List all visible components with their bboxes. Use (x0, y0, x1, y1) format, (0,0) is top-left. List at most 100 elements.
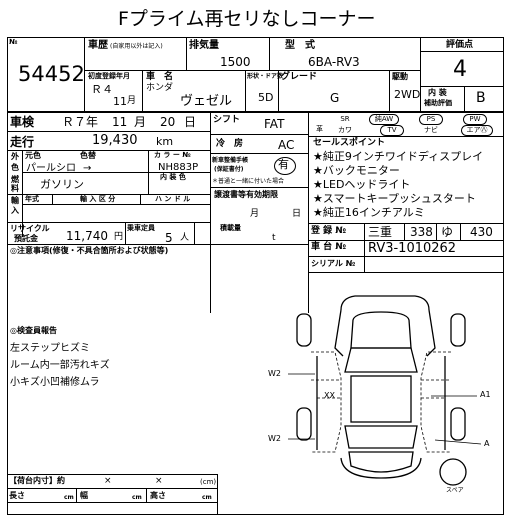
interior-grade-sublabel: 補助評価 (424, 99, 452, 107)
equip-pw: PW (463, 114, 487, 125)
first-reg-month: 11 (113, 95, 127, 108)
aircon-value: AC (278, 138, 295, 152)
selling-point-2: ★バックモニター (313, 164, 400, 177)
doors-label: 形状・ドア数 (247, 73, 284, 80)
equip-kawa: カワ (338, 126, 352, 134)
inspector-report-line-3: 小キズ小凹補修ムラ (10, 377, 100, 388)
registration-kana: ゆ (441, 225, 454, 239)
manual-value: 有 (278, 158, 289, 171)
inspection-day: 20 (160, 115, 176, 129)
shift-value: FAT (264, 117, 285, 131)
rear-right-wheel (450, 407, 466, 441)
serial-label: シリアル № (311, 259, 356, 268)
aircon-label: 冷 房 (216, 139, 244, 149)
first-reg-month-unit: 月 (127, 96, 137, 106)
damage-xx: XX (324, 391, 335, 400)
import-label-1: 輸 (11, 196, 19, 205)
equip-airbag: エア㊇ (461, 125, 493, 136)
damage-w2-front: W2 (268, 369, 281, 378)
warranty-day: 日 (292, 209, 302, 219)
color-change-label: 色替 (80, 151, 96, 160)
roof-outline (350, 375, 412, 423)
car-name-label: 車 名 (146, 72, 174, 82)
recycle-label-2: 預託金 (14, 234, 38, 243)
manual-sublabel: (保証書付) (214, 166, 244, 173)
dim-length-unit: cm (64, 494, 74, 501)
displacement-value: 1500 (220, 55, 251, 69)
color-no-value: NH883P (158, 162, 199, 173)
fuel-label-2: 料 (11, 184, 19, 193)
model-type-label: 型 式 (285, 40, 315, 51)
chassis-label: 車 台 № (311, 242, 347, 252)
import-year-label: 年式 (25, 195, 39, 203)
warranty-label: 譲渡書等有効期限 (214, 190, 278, 199)
capacity-value: 5 (165, 231, 173, 245)
mileage-value: 19,430 (92, 133, 138, 148)
score-label: 評価点 (446, 40, 474, 50)
drive-label: 駆動 (392, 72, 408, 81)
inspection-month: 11 (112, 115, 128, 129)
equip-tv: TV (380, 125, 404, 136)
damage-w2-rear: W2 (268, 434, 281, 443)
equip-alloy-wheels: 純AW (369, 114, 399, 125)
color-no-label: カ ラ ー № (154, 151, 191, 159)
registration-label: 登 録 № (311, 226, 347, 236)
first-reg-label: 初度登録年月 (88, 72, 130, 80)
cargo-x2: × (155, 476, 163, 486)
right-side-panel-dashed (420, 351, 451, 453)
equip-navi: ナビ (424, 126, 438, 134)
front-bumper-outline (340, 295, 430, 311)
load-unit: t (272, 233, 276, 243)
capacity-label: 乗車定員 (127, 224, 155, 232)
fuel-label-1: 燃 (11, 175, 19, 184)
car-maker: ホンダ (146, 83, 174, 93)
importer-label: 輸 入 区 分 (80, 195, 116, 203)
first-reg-era: Ｒ４ (91, 83, 113, 96)
front-right-wheel (450, 313, 466, 347)
rear-window-outline (344, 425, 418, 449)
color-label-2: 色 (11, 163, 19, 172)
shift-label: シフト (213, 115, 241, 125)
drive-value: 2WD (394, 88, 421, 101)
dim-height-unit: cm (202, 494, 212, 501)
inspection-label: 車検 (10, 115, 35, 129)
inspector-report-label: ◎検査員報告 (10, 326, 57, 335)
interior-grade-label: 内 装 (428, 88, 447, 97)
inspection-day-unit: 日 (184, 115, 197, 129)
doors-value: 5D (258, 91, 274, 104)
equip-sr: SR (340, 115, 350, 123)
chassis-value: RV3-1010262 (368, 241, 457, 256)
recycle-label-1: リサイクル (10, 224, 50, 233)
history-note: (自家用以外は記入) (110, 43, 163, 50)
mileage-label: 走行 (10, 135, 35, 149)
color-value: パールシロ (26, 163, 76, 174)
sheet-title: Fプライム再セリなしコーナー (118, 8, 376, 30)
grade-value: G (330, 91, 340, 105)
registration-class: 338 (410, 225, 433, 239)
score-value: 4 (453, 57, 467, 82)
inspection-month-unit: 月 (134, 115, 147, 129)
selling-point-5: ★純正16インチアルミ (313, 206, 425, 219)
dim-width-label: 幅 (80, 491, 88, 500)
dim-height-label: 高さ (150, 491, 166, 500)
registration-number: 430 (470, 225, 493, 239)
dim-width-unit: cm (132, 494, 142, 501)
selling-point-4: ★スマートキープッシュスタート (313, 192, 476, 205)
inspector-report-line-2: ルーム内一部汚れキズ (10, 360, 110, 371)
equip-leather: 革 (316, 125, 323, 133)
registration-area: 三重 (368, 225, 393, 239)
warranty-month: 月 (250, 209, 260, 219)
a-leader (434, 439, 482, 445)
cargo-x1: × (104, 476, 112, 486)
import-label-2: 入 (11, 206, 19, 215)
lot-number: 54452 (18, 62, 85, 86)
color-label-1: 外 (11, 152, 19, 161)
load-label: 積載量 (220, 224, 241, 232)
car-damage-diagram (288, 295, 482, 486)
damage-a: A (484, 439, 490, 448)
hood-outline (350, 311, 412, 349)
cargo-label: 【荷台内寸】約 (9, 476, 65, 485)
inspector-report-line-1: 左ステップヒズミ (10, 343, 90, 354)
right-front-fender (426, 309, 436, 357)
mileage-unit: km (156, 135, 174, 148)
